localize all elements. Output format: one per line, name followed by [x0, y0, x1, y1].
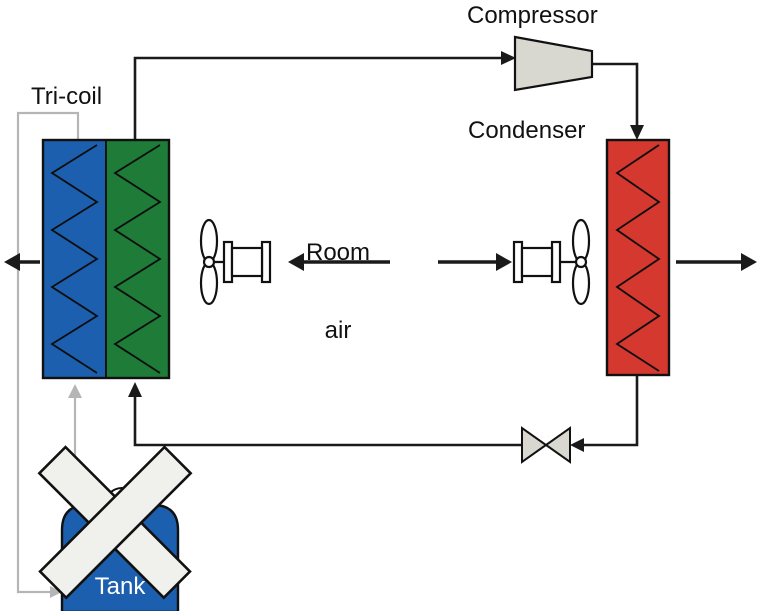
valve-left-triangle — [521, 426, 548, 464]
right-fan-endplate-left — [512, 240, 524, 284]
pipe-evaporator-to-compressor — [133, 56, 502, 140]
right-fan-icon — [512, 218, 591, 306]
left-fan-endplate-left — [222, 240, 234, 284]
compressor-icon — [513, 35, 594, 92]
tricoil-blue-zigzag — [50, 144, 99, 374]
pipe-condenser-to-valve — [584, 375, 639, 447]
right-fan-motor-body — [520, 246, 554, 278]
refrigerant-arrowheads — [128, 51, 644, 452]
arrowhead-into-compressor — [501, 51, 516, 65]
right-fan-endplate-right — [550, 240, 562, 284]
valve-icon — [521, 426, 571, 464]
right-fan-hub — [574, 255, 588, 269]
water-arrowhead-into-coil — [68, 384, 82, 398]
room-air-arrow-left-head — [288, 253, 304, 271]
right-fan-blade-top — [571, 218, 591, 264]
condenser-air-out-head — [741, 253, 757, 271]
tricoil-outline — [41, 138, 171, 380]
water-arrowhead-into-tank — [50, 586, 62, 598]
arrowhead-into-condenser — [630, 125, 644, 140]
condenser-zigzag — [615, 144, 661, 372]
room-air-label-line2: air — [324, 316, 352, 344]
water-pipe — [16, 111, 80, 594]
left-fan-motor-body — [230, 246, 264, 278]
arrowhead-into-evaporator — [128, 382, 142, 397]
valve-right-triangle — [544, 426, 571, 464]
tricoil-green-zigzag — [113, 144, 162, 374]
left-fan-endplate-right — [260, 240, 272, 284]
refrigerant-pipes — [133, 56, 639, 447]
left-fan-hub — [202, 255, 216, 269]
condenser-component — [605, 138, 671, 377]
compressor-label: Compressor — [467, 2, 598, 29]
left-fan-blade-bottom — [199, 260, 219, 306]
room-air-label: Room air — [294, 188, 382, 395]
room-air-label-line1: Room — [305, 238, 371, 266]
condenser-body — [605, 138, 671, 377]
room-air-arrow-right-head — [496, 253, 512, 271]
right-fan-blade-bottom — [571, 260, 591, 306]
pipe-valve-to-evaporator — [133, 397, 522, 447]
tricoil-component — [41, 138, 171, 380]
tank-component — [37, 445, 193, 611]
tank-label: Tank — [94, 573, 146, 600]
arrowhead-into-valve — [570, 438, 584, 452]
left-fan-icon — [199, 218, 272, 306]
tricoil-air-out-head — [4, 253, 20, 271]
left-fan-blade-top — [199, 218, 219, 264]
x-cross-bar-2 — [38, 445, 193, 600]
tricoil-label: Tri-coil — [31, 83, 103, 110]
x-cross-icon — [37, 445, 193, 600]
pipe-compressor-to-condenser — [592, 62, 639, 126]
air-flow-arrows — [4, 253, 757, 271]
condenser-label: Condenser — [468, 117, 586, 144]
